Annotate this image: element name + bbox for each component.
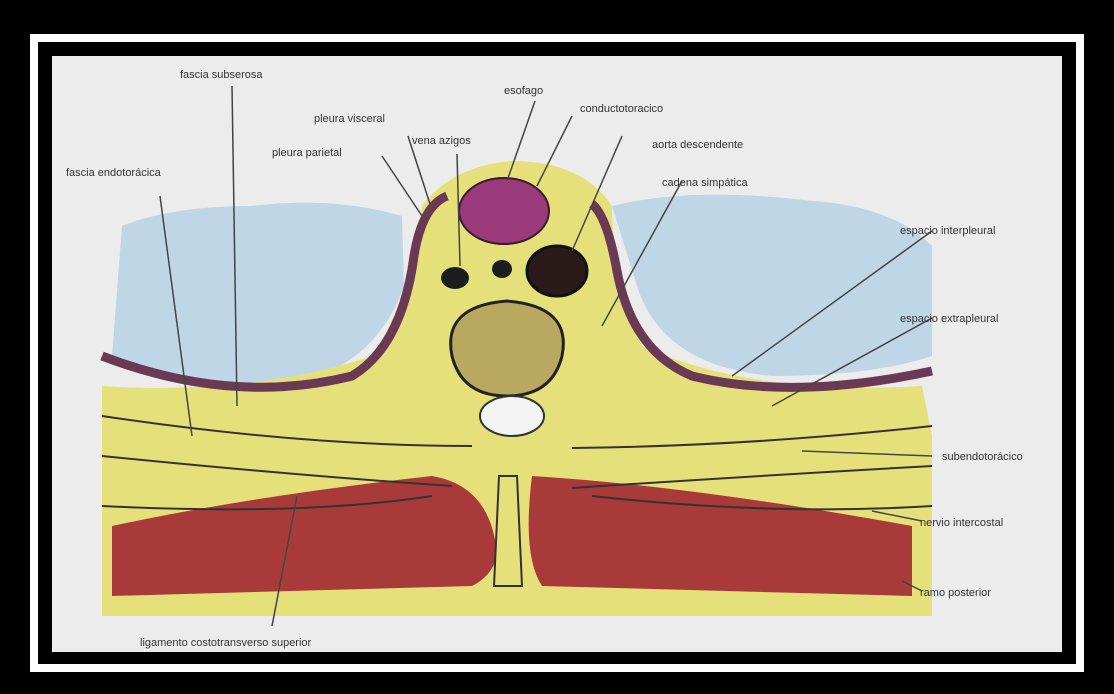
vertebral-body xyxy=(451,301,564,396)
esophagus-shape xyxy=(459,178,549,244)
anatomy-diagram: fascia subserosa esofago conductotoracic… xyxy=(52,56,1062,652)
label-conducto-toracico: conductotoracico xyxy=(580,103,663,115)
left-lung xyxy=(112,203,404,386)
label-ramo-posterior: ramo posterior xyxy=(920,587,991,599)
thoracic-duct-shape xyxy=(492,260,512,278)
label-fascia-subserosa: fascia subserosa xyxy=(180,69,263,81)
aorta-shape xyxy=(527,246,587,296)
label-vena-azigos: vena azigos xyxy=(412,135,471,147)
label-fascia-endotoracica: fascia endotorácica xyxy=(66,167,162,179)
label-espacio-extrapleural: espacio extrapleural xyxy=(900,313,998,325)
label-ligamento: ligamento costotransverso superior xyxy=(140,637,312,649)
label-nervio-intercostal: nervio intercostal xyxy=(920,517,1003,529)
diagram-canvas: fascia subserosa esofago conductotoracic… xyxy=(52,56,1062,652)
label-pleura-visceral: pleura visceral xyxy=(314,113,385,125)
spinous-process xyxy=(494,476,522,586)
label-pleura-parietal: pleura parietal xyxy=(272,147,342,159)
label-subendotoracico: subendotorácico xyxy=(942,451,1023,463)
spinal-cord xyxy=(480,396,544,436)
label-esofago: esofago xyxy=(504,85,543,97)
label-aorta-descendente: aorta descendente xyxy=(652,139,743,151)
label-cadena-simpatica: cadena simpática xyxy=(662,177,748,189)
label-espacio-interpleural: espacio interpleural xyxy=(900,225,995,237)
azygos-shape xyxy=(441,267,469,289)
